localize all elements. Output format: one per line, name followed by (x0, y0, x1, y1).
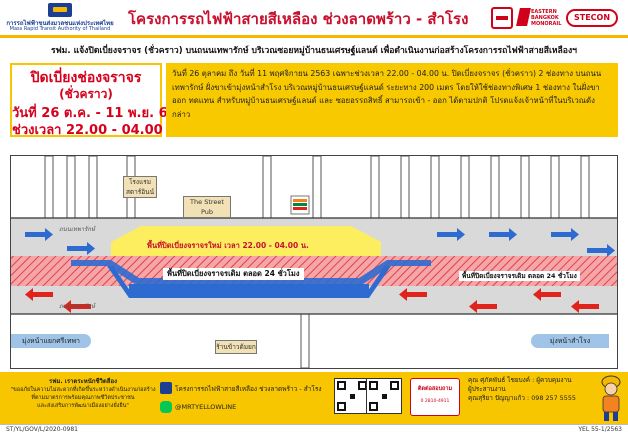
old-zone-label-right: พื้นที่ปิดเบี่ยงจราจรเดิม ตลอด 24 ชั่วโม… (459, 271, 580, 281)
hotline-label: ติดต่อสอบถาม (417, 386, 453, 392)
footer-message-text: "ขออภัยในความไม่สะดวกที่เกิดขึ้นระหว่างด… (10, 387, 156, 409)
traffic-arrows (25, 228, 615, 313)
page-code: YEL 55-1/2563 (578, 426, 622, 433)
eastern-monorail-logo: EASTERN BANGKOK MONORAIL (516, 7, 562, 29)
notice-description-box: วันที่ 26 ตุลาคม ถึง วันที่ 11 พฤศจิกายน… (166, 63, 618, 137)
notice-heading: ปิดเบี่ยงช่องจราจร (30, 70, 142, 86)
footer: รฟม. เราตระหนักชีวิตลือง "ขออภัยในความไม… (0, 372, 628, 424)
notice-temporary: (ชั่วคราว) (59, 87, 113, 101)
website-icon (160, 382, 172, 394)
qr-code-line-icon[interactable] (366, 378, 402, 414)
side-street-bottom (300, 313, 310, 368)
line-app-icon (160, 401, 172, 413)
notice-dates: วันที่ 26 ต.ค. - 11 พ.ย. 63 (12, 106, 177, 121)
stecon-logo: STECON (566, 9, 618, 27)
place-rice-shop: ร้านข้าวต้มยก (215, 340, 257, 354)
seven-eleven-icon (290, 195, 310, 215)
line-account-link[interactable]: @MRTYELLOWLINE (175, 403, 237, 411)
notice-subtitle: รฟม. แจ้งปิดเบี่ยงจราจร (ชั่วคราว) บนถนน… (50, 46, 577, 56)
new-zone-label: พื้นที่ปิดเบี่ยงจราจรใหม่ เวลา 22.00 - 0… (147, 241, 309, 250)
header: การรถไฟฟ้าขนส่งมวลชนแห่งประเทศไทย Mass R… (0, 0, 628, 38)
traffic-diagram: โรงแรม สตาร์อินน์ The Street Pub ถนนเทพา… (10, 155, 618, 369)
direction-left: มุ่งหน้าแยกศรีเทพา (11, 334, 91, 348)
page-title: โครงการรถไฟฟ้าสายสีเหลือง ช่วงลาดพร้าว -… (128, 10, 469, 28)
contact-person-1: คุณ ศุภัคพันธ์ ไชยบงค์ : ผู้ควบคุมงาน (468, 376, 572, 384)
diversion-lane-bottom (129, 284, 369, 298)
document-footer: ST/YL/GOV/L/2020-0981 YEL 55-1/2563 (0, 424, 628, 435)
yellow-line-logo-icon (491, 7, 513, 29)
footer-message: รฟม. เราตระหนักชีวิตลือง "ขออภัยในความไม… (8, 378, 158, 410)
footer-message-title: รฟม. เราตระหนักชีวิตลือง (48, 378, 117, 385)
contact-person-2: คุณสุริยา ปัญญาแก้ว : 098 257 5555 (468, 394, 576, 402)
contact-role: ผู้ประสานงาน (468, 385, 506, 393)
agency-name-thai: การรถไฟฟ้าขนส่งมวลชนแห่งประเทศไทย (6, 20, 114, 27)
agency-name-english: Mass Rapid Transit Authority of Thailand (9, 26, 111, 32)
mrta-logo: การรถไฟฟ้าขนส่งมวลชนแห่งประเทศไทย Mass R… (4, 3, 116, 33)
document-code: ST/YL/GOV/L/2020-0981 (6, 426, 78, 433)
road-name-top: ถนนเทพารักษ์ (59, 226, 95, 233)
worker-mascot-icon (601, 375, 621, 421)
contact-info: คุณ ศุภัคพันธ์ ไชยบงค์ : ผู้ควบคุมงาน ผู… (468, 376, 576, 403)
place-street-pub: The Street Pub (183, 196, 231, 218)
eastern-monorail-text: EASTERN BANGKOK MONORAIL (531, 9, 562, 27)
notice-summary-box: ปิดเบี่ยงช่องจราจร (ชั่วคราว) วันที่ 26 … (10, 63, 182, 138)
hotline-stamp: ติดต่อสอบถาม 0 2810-4911 (410, 378, 460, 416)
notice-description: วันที่ 26 ตุลาคม ถึง วันที่ 11 พฤศจิกายน… (172, 69, 602, 119)
website-link[interactable]: โครงการรถไฟฟ้าสายสีเหลือง ช่วงลาดพร้าว -… (175, 385, 322, 393)
place-star-inn: โรงแรม สตาร์อินน์ (123, 176, 157, 198)
hotline-number: 0 2810-4911 (420, 399, 450, 404)
direction-right: มุ่งหน้าสำโรง (531, 334, 609, 348)
qr-code-icon[interactable] (334, 378, 370, 414)
diversion-lane (71, 260, 431, 284)
mrta-emblem-icon (48, 3, 72, 17)
road-name-bottom: ถนนเทพารักษ์ (59, 303, 95, 310)
side-streets-top (44, 156, 590, 219)
eastern-monorail-mark-icon (516, 8, 531, 26)
old-zone-label: พื้นที่ปิดเบี่ยงจราจรเดิม ตลอด 24 ชั่วโม… (163, 268, 304, 280)
traffic-diagram-svg (11, 156, 617, 368)
new-closure-zone (111, 226, 381, 256)
notice-hours: ช่วงเวลา 22.00 - 04.00 น. (12, 123, 182, 138)
